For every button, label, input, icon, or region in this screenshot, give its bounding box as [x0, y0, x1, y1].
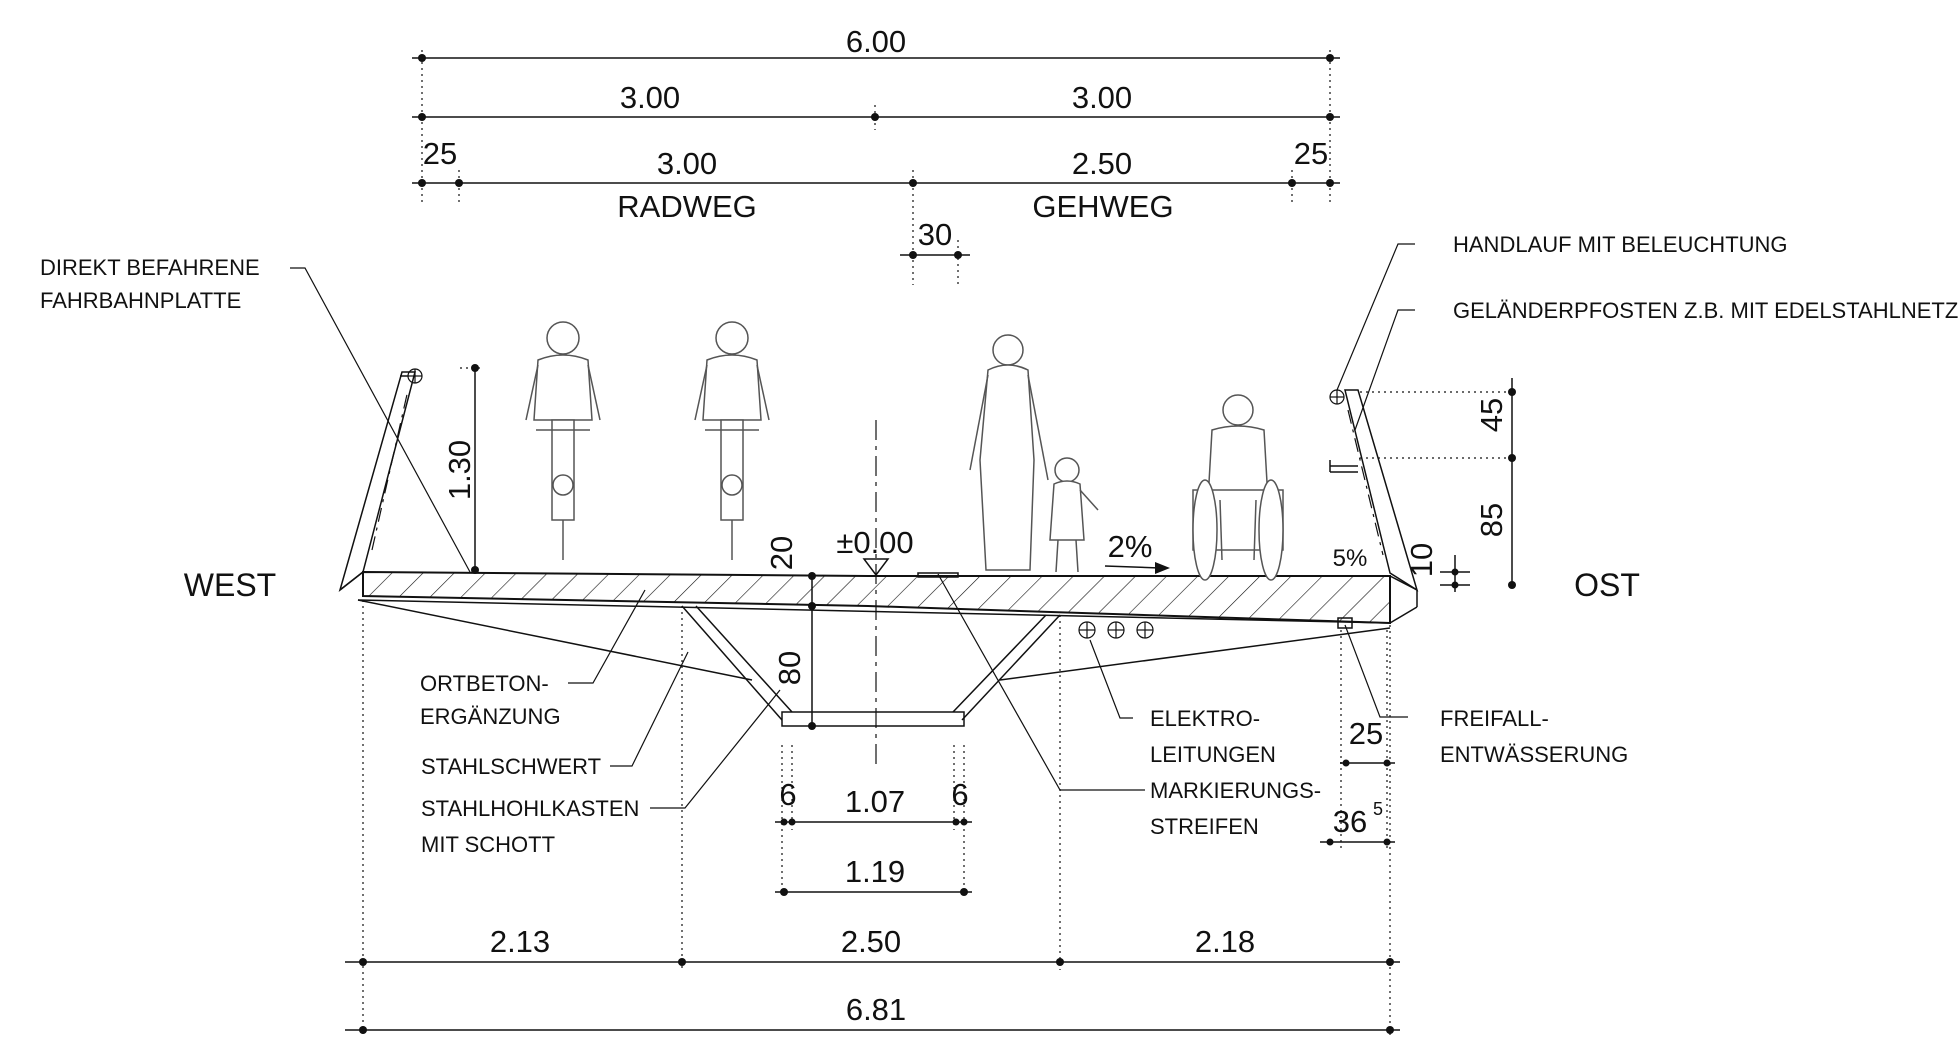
deck-slab: [339, 570, 1418, 625]
callout-ortbeton-line2: ERGÄNZUNG: [420, 704, 561, 729]
dim-drain-outer: 36: [1333, 804, 1367, 839]
top-dimension-chains: [412, 50, 1340, 285]
side-west-label: WEST: [184, 567, 276, 603]
level-triangle-icon: [862, 558, 890, 577]
edge-slope-mark: 5%: [1333, 545, 1368, 572]
dim-slab-depth: 20: [764, 536, 799, 570]
vertical-dims: [460, 364, 1516, 730]
dim-web-left: 6: [779, 777, 796, 812]
callout-elektro-line2: LEITUNGEN: [1150, 742, 1276, 767]
drain-dims: [1320, 617, 1395, 850]
child-figure: [1049, 457, 1099, 573]
callout-post: GELÄNDERPFOSTEN Z.B. MIT EDELSTAHLNETZ: [1453, 298, 1958, 323]
dim-slab-edge: 10: [1404, 543, 1439, 577]
bottom-dims: [345, 600, 1400, 1035]
steel-box-girder: [357, 420, 1391, 770]
dim-gehweg-width: 2.50: [1072, 146, 1132, 181]
callout-elektro-line1: ELEKTRO-: [1150, 706, 1260, 731]
dim-inner-width: 1.07: [845, 784, 905, 819]
dim-top-left-half: 3.00: [620, 80, 680, 115]
callout-handrail: HANDLAUF MIT BELEUCHTUNG: [1453, 232, 1788, 257]
dim-post-top: 45: [1474, 398, 1509, 432]
railing-east: [1329, 389, 1419, 592]
electric-conduits: [1078, 621, 1154, 639]
callout-freifall-line2: ENTWÄSSERUNG: [1440, 742, 1628, 767]
callout-stahlschwert: STAHLSCHWERT: [421, 754, 601, 779]
cyclist-1-figure: [525, 321, 601, 560]
level-mark: ±0.00: [836, 525, 913, 560]
dim-bottom-overall: 6.81: [846, 992, 906, 1027]
woman-figure: [969, 334, 1049, 571]
dim-drain-outer-super: 5: [1373, 799, 1383, 819]
slope-arrow-icon: [1104, 562, 1170, 574]
callout-freifall-line1: FREIFALL-: [1440, 706, 1549, 731]
dim-bottom-center: 2.50: [841, 924, 901, 959]
dim-box-depth: 80: [772, 651, 807, 685]
callout-markierung-line2: STREIFEN: [1150, 814, 1259, 839]
box-dims: [775, 745, 972, 896]
callout-ortbeton-line1: ORTBETON-: [420, 671, 549, 696]
zone-radweg-label: RADWEG: [617, 189, 757, 224]
cross-slope-mark: 2%: [1108, 529, 1153, 564]
railing-west: [338, 368, 423, 593]
dim-bottom-right: 2.18: [1195, 924, 1255, 959]
dim-drain-inner: 25: [1349, 716, 1383, 751]
zone-gehweg-label: GEHWEG: [1032, 189, 1173, 224]
dim-edge-right: 25: [1294, 136, 1328, 171]
dim-railing-height: 1.30: [442, 440, 477, 500]
side-ost-label: OST: [1574, 567, 1640, 603]
dim-web-right: 6: [951, 777, 968, 812]
dim-gap: 30: [918, 217, 952, 252]
dim-radweg-width: 3.00: [657, 146, 717, 181]
dim-edge-left: 25: [423, 136, 457, 171]
dim-top-right-half: 3.00: [1072, 80, 1132, 115]
dim-bottom-left: 2.13: [490, 924, 550, 959]
dim-outer-width: 1.19: [845, 854, 905, 889]
callout-markierung-line1: MARKIERUNGS-: [1150, 778, 1321, 803]
callout-hohlkasten-line1: STAHLHOHLKASTEN: [421, 796, 639, 821]
dim-post-lower: 85: [1474, 503, 1509, 537]
callout-deck-line2: FAHRBAHNPLATTE: [40, 288, 241, 313]
wheelchair-user-figure: [1192, 394, 1284, 581]
callout-deck-line1: DIREKT BEFAHRENE: [40, 255, 260, 280]
dim-top-overall: 6.00: [846, 24, 906, 59]
cyclist-2-figure: [694, 321, 770, 560]
callout-hohlkasten-line2: MIT SCHOTT: [421, 832, 555, 857]
leader-lines: [290, 243, 1415, 809]
